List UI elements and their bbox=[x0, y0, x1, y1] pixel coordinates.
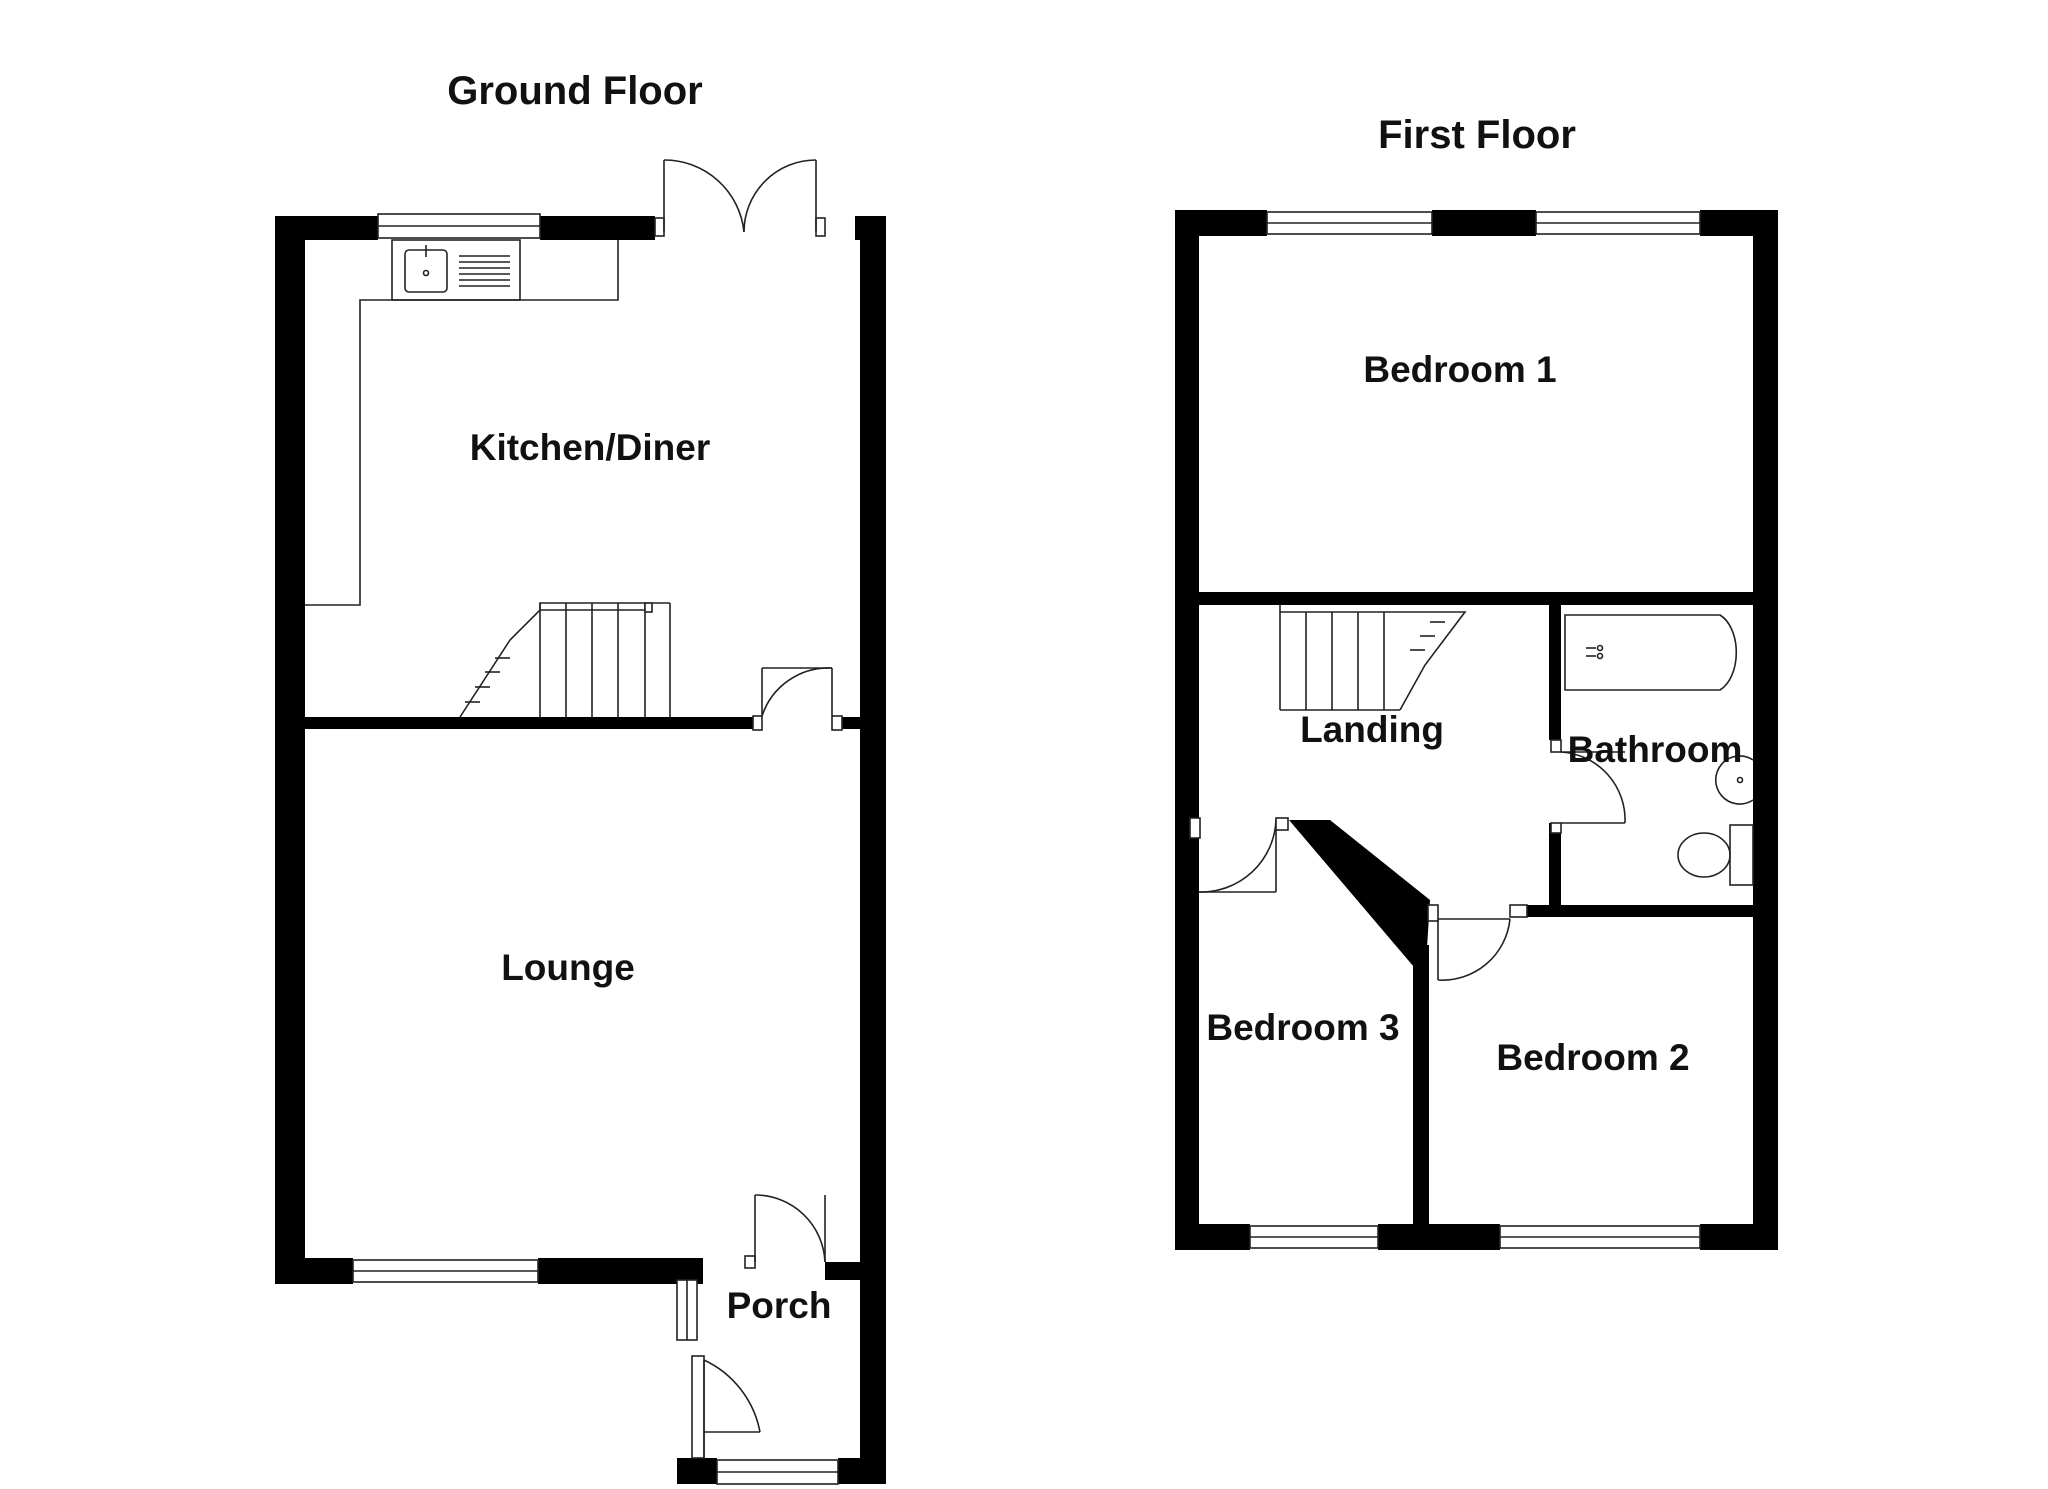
first-internal-doors bbox=[1189, 739, 1626, 981]
ground-floor-walls bbox=[275, 216, 886, 1484]
first-stairs-icon bbox=[1279, 605, 1467, 711]
room-label-bedroom3: Bedroom 3 bbox=[1206, 1007, 1399, 1048]
room-label-bedroom1: Bedroom 1 bbox=[1363, 349, 1556, 390]
room-label-bathroom: Bathroom bbox=[1568, 729, 1743, 770]
first-floor-plan: First Floor bbox=[1175, 113, 1778, 1250]
bath-icon bbox=[1564, 614, 1738, 691]
ground-floor-windows bbox=[352, 213, 839, 1485]
basin-icon bbox=[1714, 755, 1754, 805]
french-doors-icon bbox=[654, 159, 826, 237]
ground-floor-title: Ground Floor bbox=[447, 69, 703, 113]
room-label-lounge: Lounge bbox=[501, 947, 635, 988]
ground-stairs-icon bbox=[459, 602, 671, 718]
kitchen-worktop bbox=[305, 239, 619, 606]
room-label-bedroom2: Bedroom 2 bbox=[1496, 1037, 1689, 1078]
first-floor-title: First Floor bbox=[1378, 113, 1576, 157]
room-label-landing: Landing bbox=[1300, 709, 1444, 750]
toilet-icon bbox=[1677, 832, 1731, 878]
room-label-porch: Porch bbox=[727, 1285, 832, 1326]
first-floor-walls bbox=[1175, 210, 1778, 1250]
ground-internal-doors bbox=[691, 667, 843, 1459]
first-floor-windows bbox=[1249, 211, 1701, 1249]
bathroom-fittings bbox=[1564, 614, 1754, 886]
ground-floor-plan: Ground Floor bbox=[275, 69, 886, 1485]
toilet-cistern-icon bbox=[1729, 824, 1754, 886]
room-label-kitchen: Kitchen/Diner bbox=[470, 427, 711, 468]
